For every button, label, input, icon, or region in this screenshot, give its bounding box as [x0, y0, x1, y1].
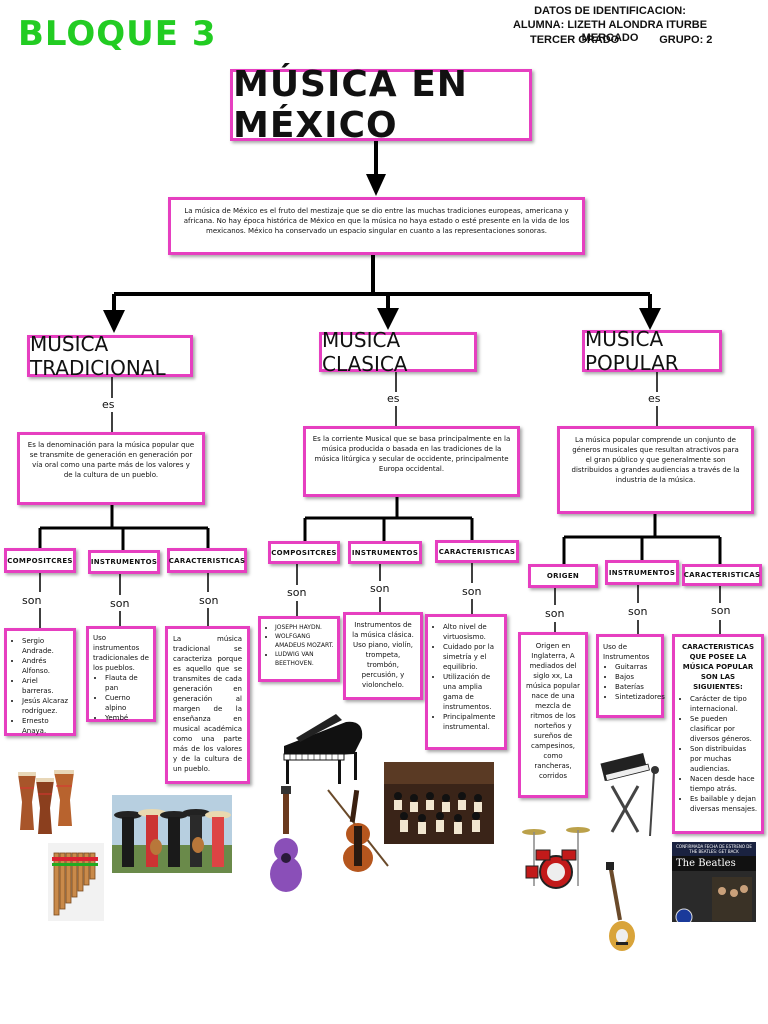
grand-piano-image [283, 714, 363, 784]
instrumentos-intro: Uso de Instrumentos [603, 643, 650, 661]
son-connector: son [199, 594, 219, 607]
category-caracteristicas-tradicional: CARACTERISTICAS [167, 548, 247, 573]
list-item: Andrés Alfonso. [22, 656, 70, 676]
instrumentos-text-clasica: Instrumentos de la música clásica. Uso p… [343, 612, 423, 700]
definition-popular: La música popular comprende un conjunto … [557, 426, 754, 514]
son-connector: son [545, 607, 565, 620]
identification-student: ALUMNA: LIZETH ALONDRA ITURBE MERCADO [512, 19, 708, 44]
list-item: Son distribuidas por muchas audiencias. [690, 744, 758, 774]
list-item: Flauta de pan [105, 673, 149, 693]
branch-title-clasica: MUSICA CLASICA [319, 328, 477, 376]
category-caracteristicas-popular: CARACTERISTICAS [682, 564, 762, 586]
keyboard-synthesizer-image [600, 752, 659, 837]
es-connector-tradicional: es [102, 398, 115, 411]
son-connector: son [287, 586, 307, 599]
list-item: WOLFGANG AMADEUS MOZART. [275, 632, 335, 650]
list-item: Principalmente instrumental. [443, 712, 501, 732]
origen-text-popular: Origen en Inglaterra, A mediados del sig… [518, 632, 588, 798]
drum-kit-image [522, 827, 590, 889]
electric-guitar-image [606, 862, 635, 951]
son-connector: son [462, 585, 482, 598]
list-item: Ernesto Anaya. [22, 716, 70, 736]
instrumentos-list-tradicional: Uso instrumentos tradicionales de los pu… [86, 626, 156, 722]
identification-grade: TERCER GRADO [530, 34, 620, 46]
compositores-list-tradicional: Sergio Andrade. Andrés Alfonso. Ariel ba… [4, 628, 76, 736]
acoustic-guitar-image [270, 786, 302, 892]
list-item: Sintetizadores [615, 692, 665, 702]
identification-title: DATOS DE IDENTIFICACION: [534, 5, 686, 17]
list-item: Cuerno alpino [105, 693, 149, 713]
definition-tradicional: Es la denominación para la música popula… [17, 432, 205, 505]
son-connector: son [628, 605, 648, 618]
orchestra-image [384, 762, 494, 844]
category-compositores-clasica: COMPOSITCRES [268, 541, 340, 564]
list-item: Baterías [615, 682, 657, 692]
list-item: LUDWIG VAN BEETHOVEN. [275, 650, 335, 668]
son-connector: son [22, 594, 42, 607]
category-instrumentos-clasica: INSTRUMENTOS [348, 541, 422, 564]
list-item: Sergio Andrade. [22, 636, 70, 656]
list-item: Nacen desde hace tiempo atrás. [690, 774, 758, 794]
list-item: Cuidado por la simetría y el equilibrio. [443, 642, 501, 672]
block-label: BLOQUE 3 [18, 14, 217, 54]
category-origen-popular: ORIGEN [528, 564, 598, 588]
beatles-poster-image: CONFIRMADA FECHA DE ESTRENO DE THE BEATL… [672, 842, 756, 922]
pan-flute-image [48, 843, 104, 921]
beatles-poster-title: The Beatles [676, 858, 736, 869]
intro-text: La música de México es el fruto del mest… [168, 197, 585, 255]
son-connector: son [370, 582, 390, 595]
list-item: Se pueden clasificar por diversos género… [690, 714, 758, 744]
list-item: Utilización de una amplia gama de instru… [443, 672, 501, 712]
es-connector-clasica: es [387, 392, 400, 405]
category-instrumentos-tradicional: INSTRUMENTOS [88, 550, 160, 574]
list-item: Alto nivel de virtuosismo. [443, 622, 501, 642]
list-item: Es bailable y dejan diversas mensajes. [690, 794, 758, 814]
beatles-poster-subtitle: CONFIRMADA FECHA DE ESTRENO DE THE BEATL… [672, 842, 756, 856]
branch-title-tradicional: MUSICA TRADICIONAL [27, 332, 193, 380]
beatles-poster-photo [672, 871, 756, 922]
es-connector-popular: es [648, 392, 661, 405]
list-item: Jesús Alcaraz rodríguez. [22, 696, 70, 716]
main-title: MÚSICA EN MÉXICO [230, 64, 532, 146]
son-connector: son [110, 597, 130, 610]
list-item: Carácter de tipo internacional. [690, 694, 758, 714]
caracteristicas-list-popular: CARACTERISTICAS QUE POSEE LA MÚSICA POPU… [672, 634, 764, 834]
violin-image [327, 789, 389, 872]
instrumentos-intro: Uso instrumentos tradicionales de los pu… [93, 634, 149, 672]
son-connector: son [711, 604, 731, 617]
list-item: Ariel barreras. [22, 676, 70, 696]
category-caracteristicas-clasica: CARACTERISTICAS [435, 540, 519, 563]
compositores-list-clasica: JOSEPH HAYDN. WOLFGANG AMADEUS MOZART. L… [258, 616, 340, 682]
caracteristicas-list-clasica: Alto nivel de virtuosismo. Cuidado por l… [425, 614, 507, 750]
category-compositores-tradicional: COMPOSITCRES [4, 548, 76, 573]
mariachi-band-image [112, 795, 232, 873]
branch-title-popular: MUSICA POPULAR [582, 327, 722, 375]
instrumentos-list-popular: Uso de Instrumentos Guitarras Bajos Bate… [596, 634, 665, 718]
list-item: Guitarras [615, 662, 657, 672]
djembe-drums-image [18, 770, 74, 834]
category-instrumentos-popular: INSTRUMENTOS [605, 560, 679, 585]
caracteristicas-heading: CARACTERISTICAS QUE POSEE LA MÚSICA POPU… [681, 643, 755, 691]
list-item: Bajos [615, 672, 657, 682]
list-item: Yembé [105, 713, 149, 723]
definition-clasica: Es la corriente Musical que se basa prin… [303, 426, 520, 497]
identification-group: GRUPO: 2 [659, 34, 713, 46]
caracteristicas-text-tradicional: La música tradicional se caracteriza por… [165, 626, 250, 784]
list-item: JOSEPH HAYDN. [275, 623, 335, 632]
